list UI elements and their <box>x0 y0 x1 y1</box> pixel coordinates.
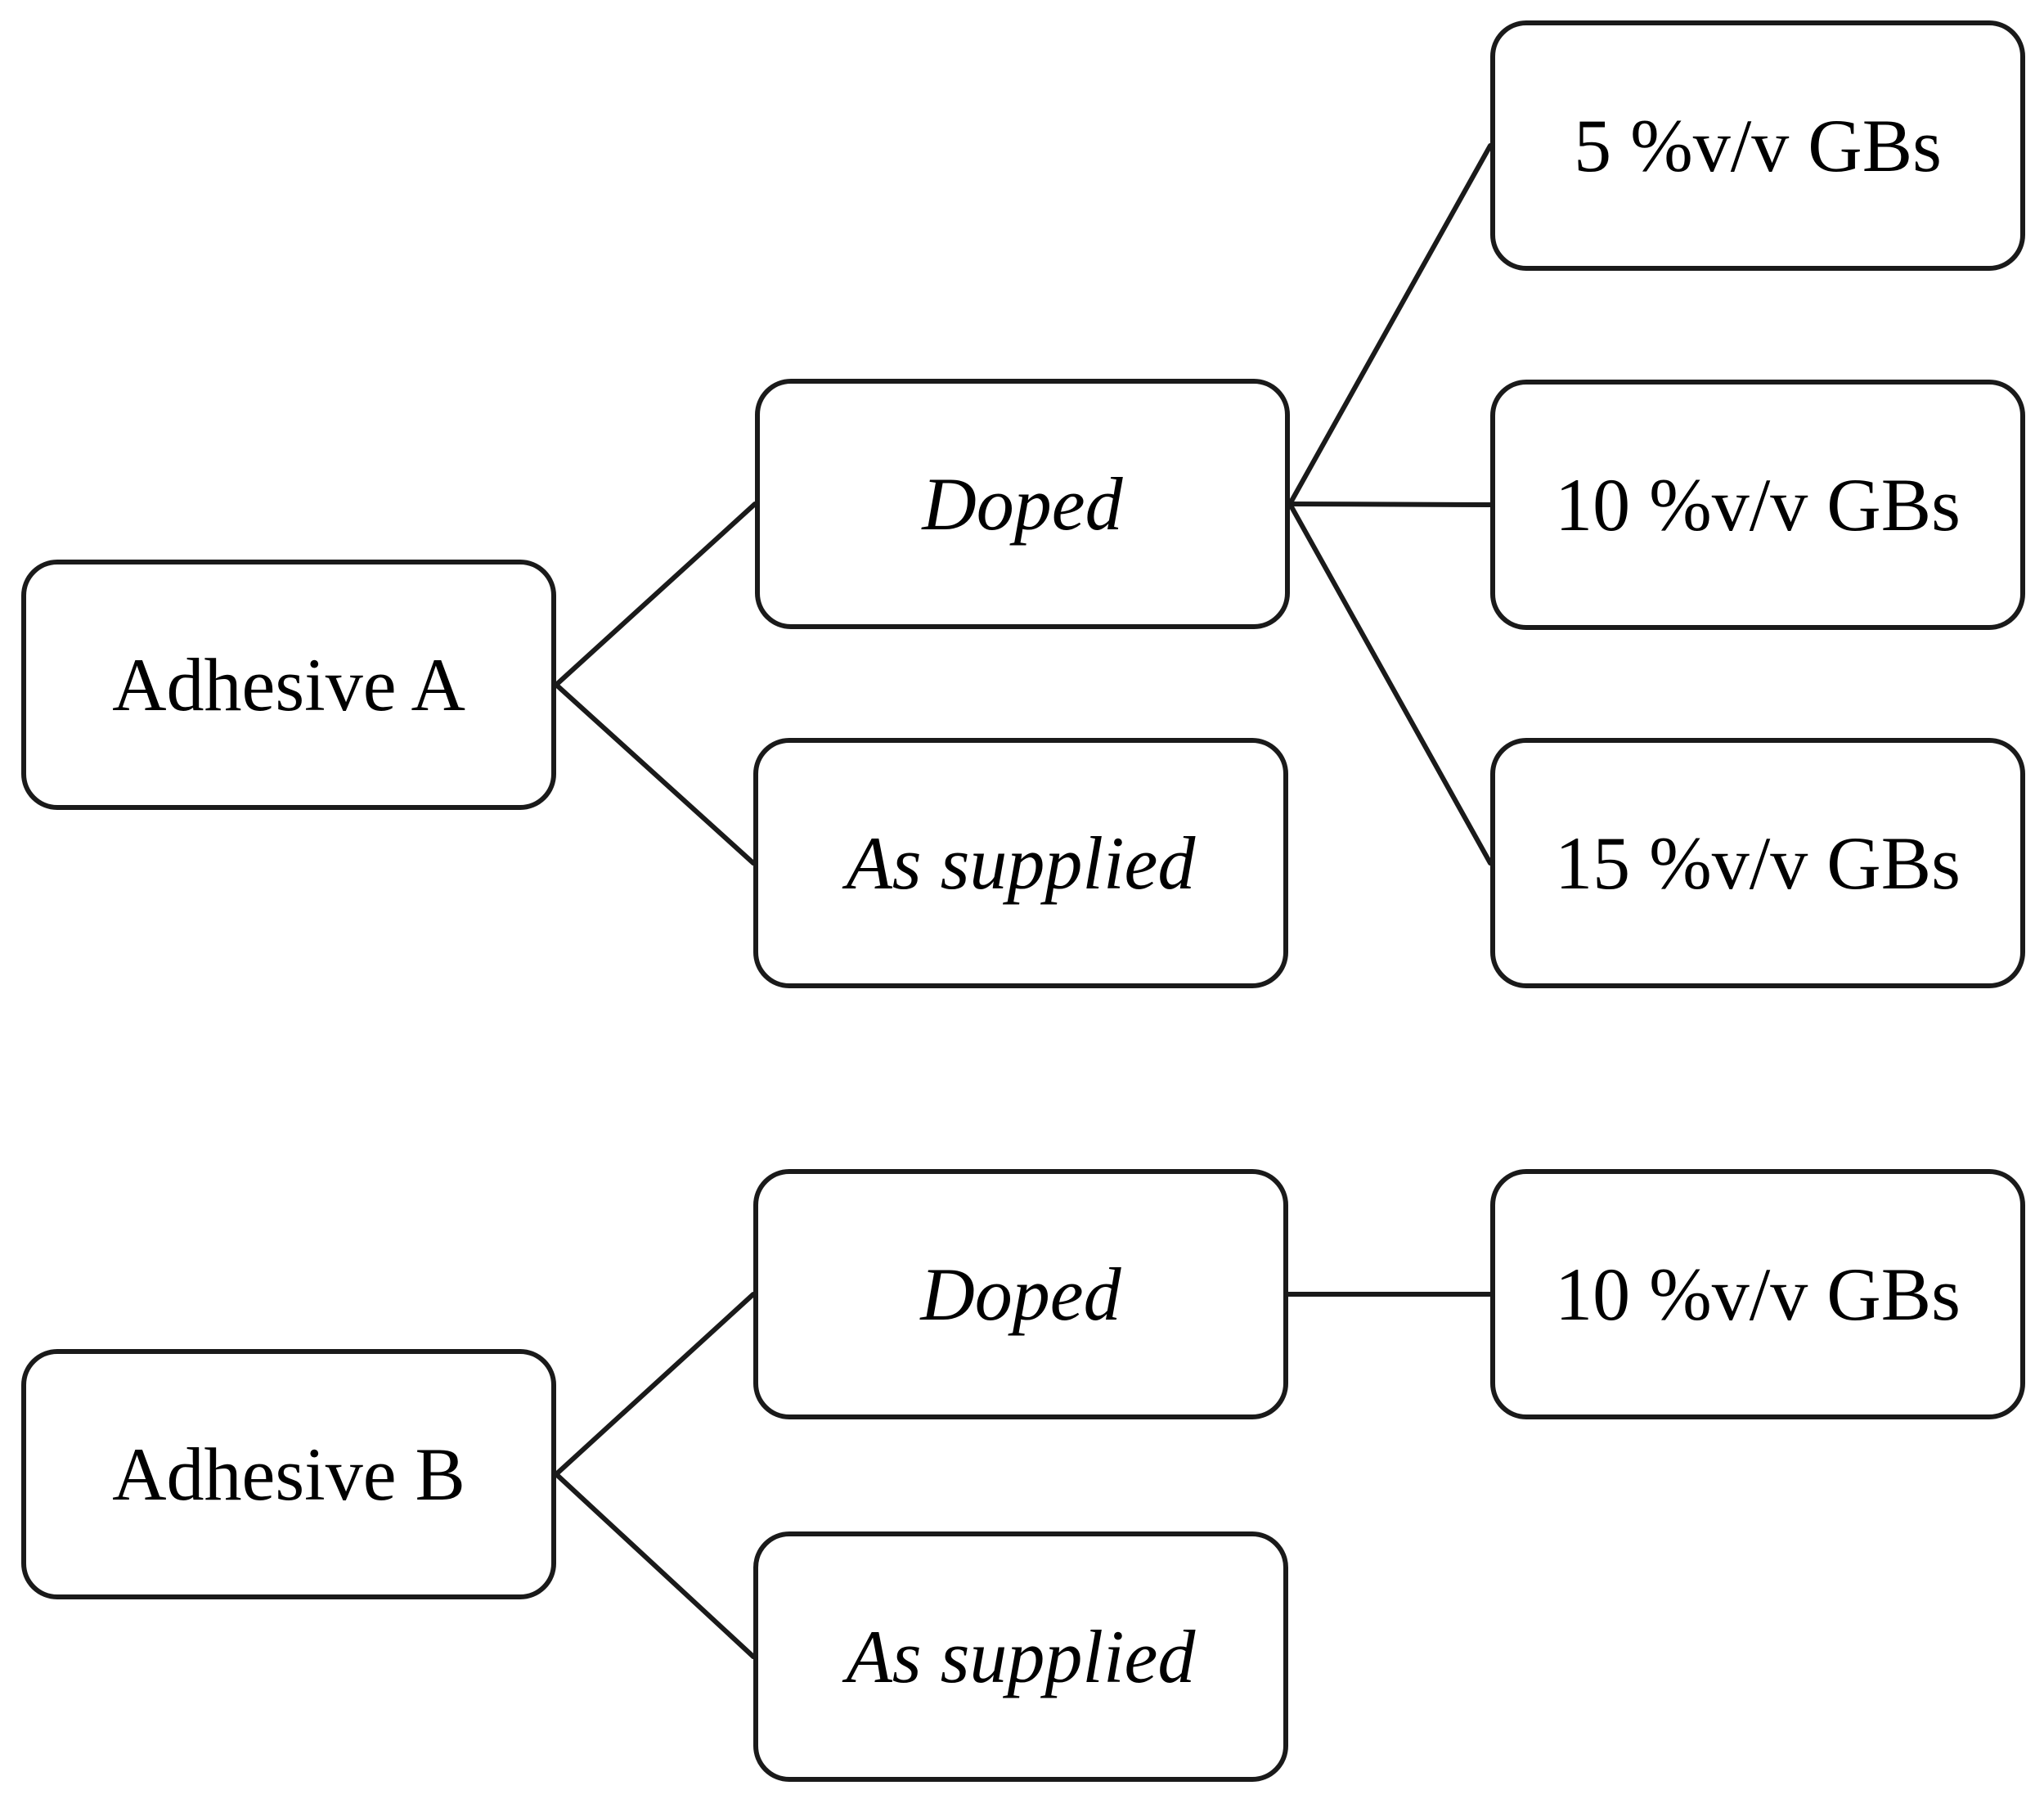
node-adhesive-a-as-supplied: As supplied <box>753 738 1288 988</box>
edge-adhesive-b-to-as-supplied <box>554 1472 756 1659</box>
node-adhesive-a-10-percent: 10 %v/v GBs <box>1490 380 2025 630</box>
node-adhesive-b-10-percent: 10 %v/v GBs <box>1490 1169 2025 1419</box>
edge-adhesive-a-to-as-supplied <box>554 682 756 866</box>
edge-a-doped-to-10 <box>1287 501 1493 507</box>
node-adhesive-b-as-supplied: As supplied <box>753 1531 1288 1782</box>
edge-adhesive-a-to-doped <box>554 501 757 687</box>
node-adhesive-b-doped: Doped <box>753 1169 1288 1419</box>
node-adhesive-a-15-percent: 15 %v/v GBs <box>1490 738 2025 988</box>
node-adhesive-a-doped: Doped <box>755 379 1290 629</box>
edge-a-doped-to-5 <box>1287 143 1493 506</box>
edge-adhesive-b-to-doped <box>554 1292 756 1477</box>
node-adhesive-b: Adhesive B <box>21 1349 556 1599</box>
node-adhesive-a: Adhesive A <box>21 560 556 810</box>
edge-a-doped-to-15 <box>1287 501 1493 866</box>
node-adhesive-a-5-percent: 5 %v/v GBs <box>1490 20 2025 271</box>
